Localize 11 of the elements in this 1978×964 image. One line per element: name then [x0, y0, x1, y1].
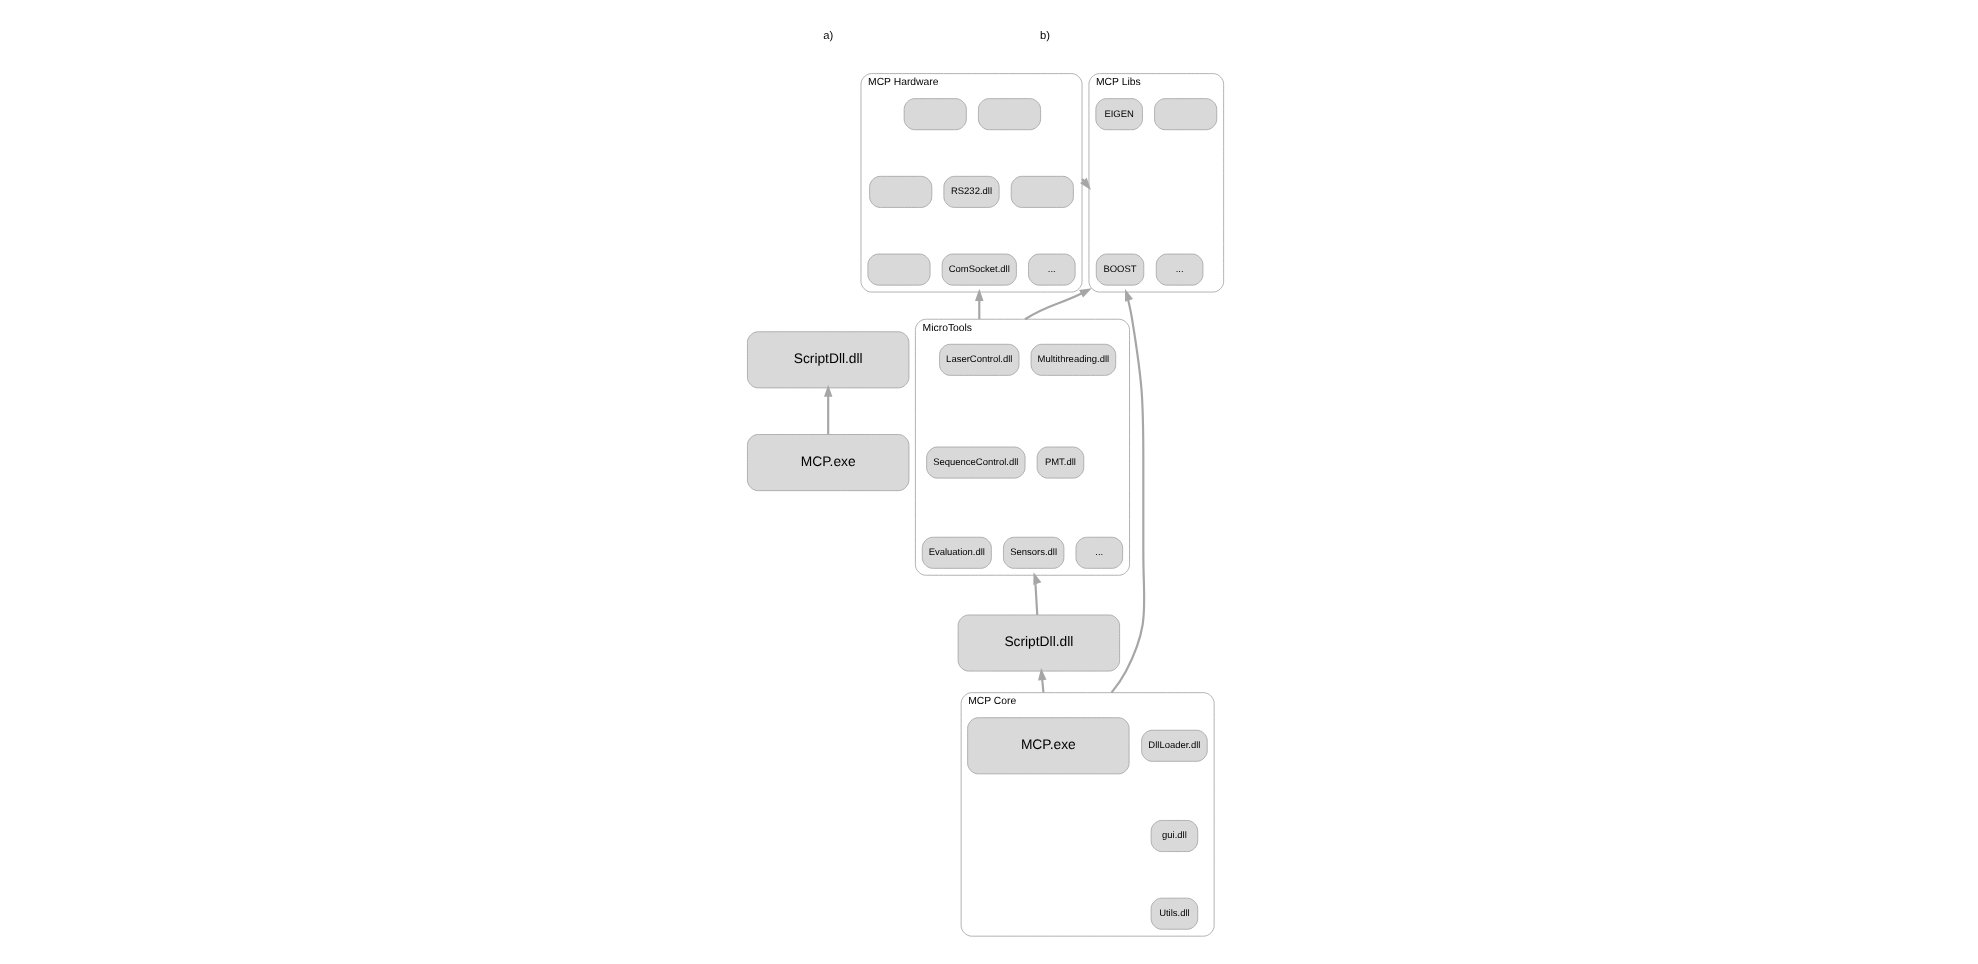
- node-box: [978, 98, 1041, 131]
- node-box: [1154, 98, 1218, 131]
- node-box: [867, 253, 931, 286]
- node-box: [903, 98, 967, 131]
- arrow: [1110, 288, 1146, 694]
- arrow: [1038, 667, 1047, 693]
- node-box: [869, 175, 933, 208]
- arrow: [1033, 572, 1042, 615]
- arrow: [975, 288, 984, 320]
- node-box: [1010, 175, 1074, 208]
- arrow: [823, 384, 833, 435]
